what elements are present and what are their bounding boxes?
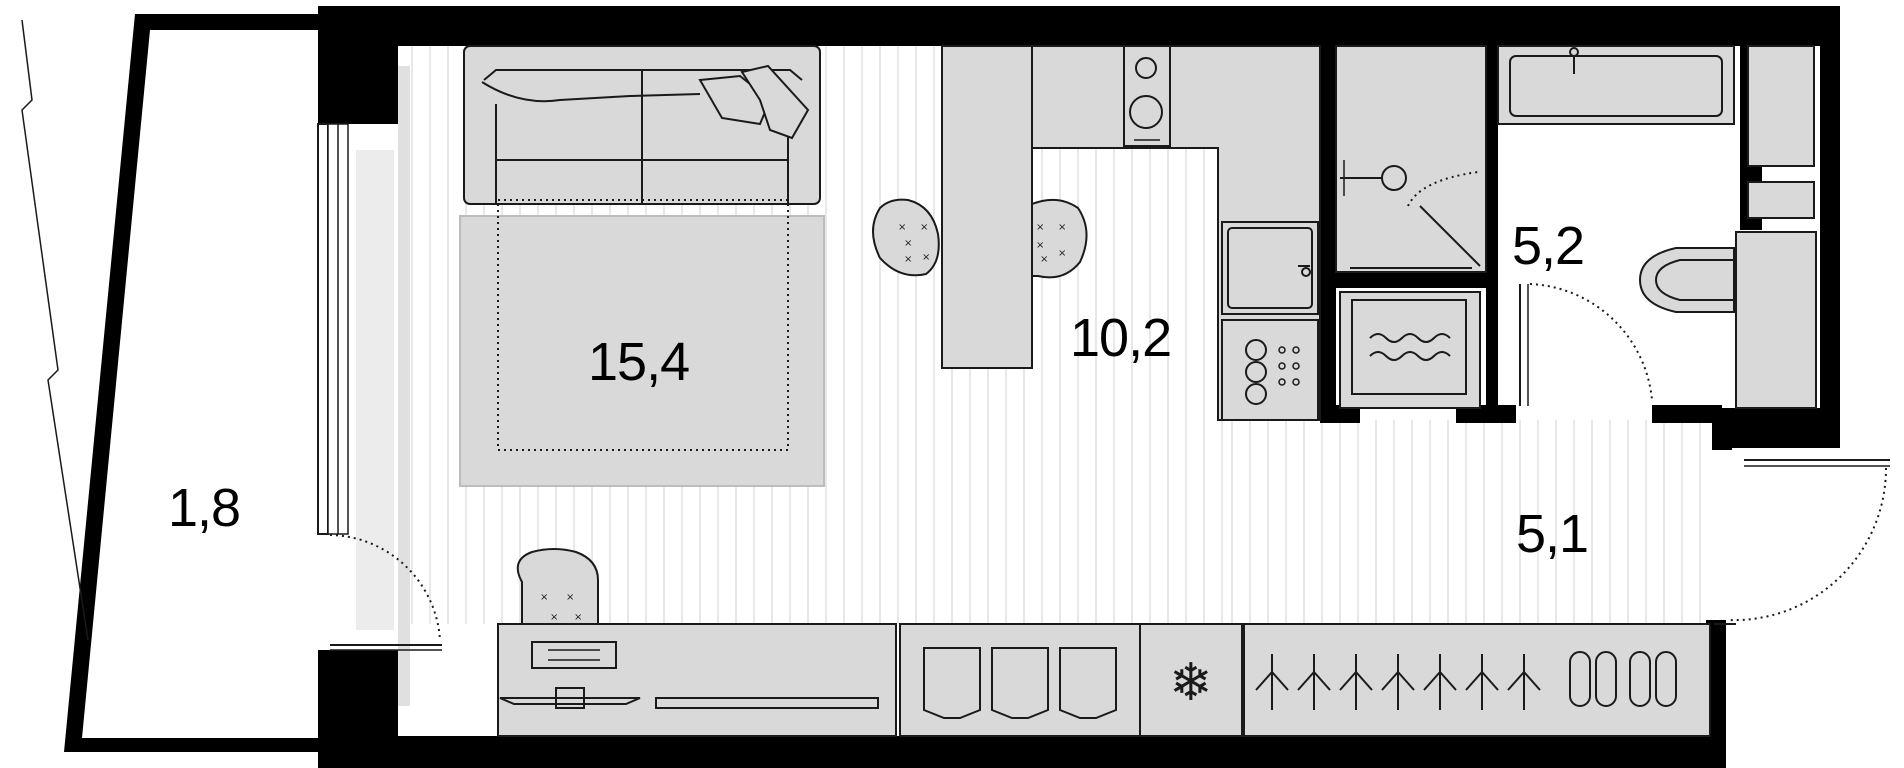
- room-labels: 1,8 15,4 10,2 5,2 5,1: [168, 216, 1589, 564]
- balcony-railing: [64, 14, 325, 752]
- svg-text:×: ×: [1058, 222, 1066, 233]
- area-label-hallway: 5,1: [1516, 504, 1588, 564]
- shaft-boxes: [1747, 45, 1815, 219]
- armchair: ×× ××: [516, 548, 599, 627]
- bottom-storage: ❄: [497, 623, 1711, 737]
- wall-bottom: [318, 736, 1718, 768]
- shower: [1335, 45, 1487, 273]
- toilet: [1638, 231, 1817, 409]
- area-label-bathroom: 5,2: [1512, 216, 1584, 276]
- kitchen-counter: [1031, 45, 1321, 421]
- bar-counter: [941, 45, 1033, 369]
- bathtub: [1497, 45, 1735, 125]
- bar-stool-left: × × × × ×: [872, 198, 940, 277]
- svg-text:×: ×: [1036, 222, 1044, 233]
- svg-text:×: ×: [922, 252, 930, 263]
- wall-right-upper: [1820, 6, 1840, 446]
- svg-text:×: ×: [574, 612, 582, 623]
- svg-text:❄: ❄: [1169, 653, 1213, 713]
- wall-bath-front-right: [1652, 405, 1722, 423]
- svg-text:×: ×: [898, 222, 906, 233]
- wall-kitchen-bath-partition: [1320, 40, 1336, 420]
- washing-machine: [1339, 291, 1481, 409]
- svg-text:×: ×: [1040, 254, 1048, 265]
- balcony-door: [329, 534, 442, 651]
- svg-text:×: ×: [1036, 240, 1044, 251]
- shoes: [1569, 651, 1677, 707]
- svg-text:×: ×: [1058, 248, 1066, 259]
- window: [317, 66, 410, 706]
- balcony: [21, 14, 325, 752]
- area-label-living: 15,4: [588, 332, 689, 392]
- wall-bath-front-left: [1320, 405, 1360, 423]
- wardrobe-hangers: [1255, 654, 1541, 710]
- svg-text:×: ×: [904, 238, 912, 249]
- balcony-facade-line: [21, 19, 89, 641]
- bathroom-door: [1519, 283, 1653, 406]
- desk-tv-unit: [497, 623, 897, 737]
- sofa: [463, 45, 821, 205]
- svg-text:×: ×: [550, 612, 558, 623]
- bar-stool-right: × × × × ×: [1031, 198, 1088, 279]
- dishwasher: [1221, 319, 1319, 421]
- wall-entry-jamb: [1712, 420, 1732, 450]
- wall-bath-inner: [1486, 40, 1498, 420]
- svg-text:×: ×: [920, 222, 928, 233]
- fridge: [1139, 623, 1243, 737]
- entrance-door: [1714, 459, 1890, 625]
- laundry-cabinet: [899, 623, 1141, 737]
- wall-left-upper: [318, 6, 398, 124]
- svg-text:×: ×: [904, 254, 912, 265]
- wall-bath-corner: [1712, 408, 1840, 448]
- area-label-kitchen: 10,2: [1070, 308, 1171, 368]
- svg-text:×: ×: [540, 592, 548, 603]
- rug: [459, 199, 825, 487]
- area-label-balcony: 1,8: [168, 478, 240, 538]
- wall-shower-partition: [1336, 272, 1486, 288]
- wall-top: [318, 6, 1838, 46]
- svg-text:×: ×: [566, 592, 574, 603]
